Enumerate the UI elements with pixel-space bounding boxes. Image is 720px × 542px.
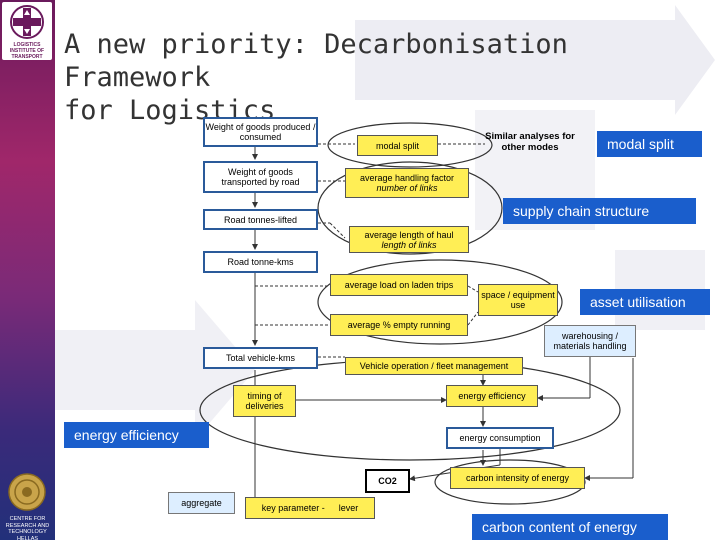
space-equipment-label: space / equipment use (479, 290, 557, 310)
space-equipment-param: space / equipment use (478, 284, 558, 316)
category-carbon-content: carbon content of energy (472, 514, 668, 540)
fleet-management-param: Vehicle operation / fleet management (345, 357, 523, 375)
empty-running-param: average % empty running (330, 314, 468, 336)
length-of-haul-param: average length of haul length of links (349, 226, 469, 253)
carbon-intensity-param: carbon intensity of energy (450, 467, 585, 489)
handling-factor-label: average handling factor (360, 173, 454, 183)
weight-transported-box: Weight of goods transported by road (203, 161, 318, 193)
category-asset-utilisation: asset utilisation (580, 289, 710, 315)
energy-efficiency-param-label: energy efficiency (458, 391, 525, 401)
timing-deliveries-label: timing of deliveries (234, 391, 295, 411)
weight-produced-box: Weight of goods produced / consumed (203, 117, 318, 147)
category-energy-efficiency: energy efficiency (64, 422, 209, 448)
modal-split-param-label: modal split (376, 141, 419, 151)
length-of-haul-sublabel: length of links (381, 240, 436, 250)
handling-factor-param: average handling factor number of links (345, 168, 469, 198)
tonne-kms-box: Road tonne-kms (203, 251, 318, 273)
key-parameter-legend: key parameter - lever (245, 497, 375, 519)
avg-load-label: average load on laden trips (345, 280, 454, 290)
empty-running-label: average % empty running (348, 320, 451, 330)
avg-load-param: average load on laden trips (330, 274, 468, 296)
co2-box: CO2 (365, 469, 410, 493)
similar-analyses-note: Similar analyses for other modes (482, 131, 578, 153)
energy-efficiency-param: energy efficiency (446, 385, 538, 407)
modal-split-param: modal split (357, 135, 438, 156)
lever-label: lever (339, 503, 359, 513)
fleet-management-label: Vehicle operation / fleet management (360, 361, 509, 371)
warehousing-box: warehousing / materials handling (544, 325, 636, 357)
carbon-intensity-label: carbon intensity of energy (466, 473, 569, 483)
vehicle-kms-box: Total vehicle-kms (203, 347, 318, 369)
aggregate-legend-box: aggregate (168, 492, 235, 514)
category-modal-split: modal split (597, 131, 702, 157)
category-supply-chain: supply chain structure (503, 198, 696, 224)
energy-consumption-box: energy consumption (446, 427, 554, 449)
handling-factor-sublabel: number of links (376, 183, 437, 193)
key-parameter-label: key parameter - (262, 503, 325, 513)
timing-deliveries-param: timing of deliveries (233, 385, 296, 417)
length-of-haul-label: average length of haul (364, 230, 453, 240)
tonnes-lifted-box: Road tonnes-lifted (203, 209, 318, 230)
